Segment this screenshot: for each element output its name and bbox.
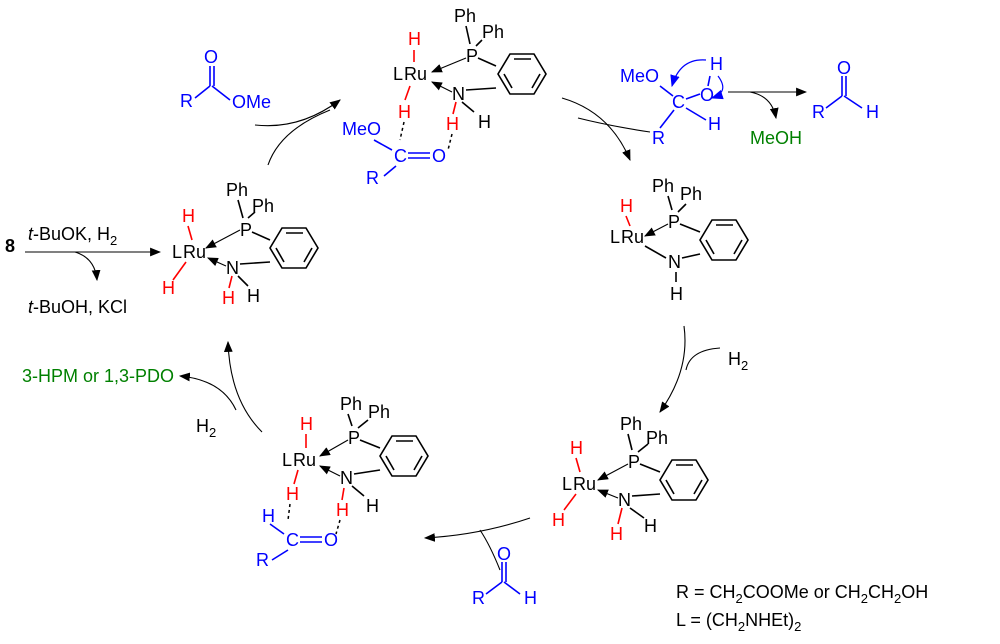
h2-addition-arrow bbox=[659, 325, 686, 413]
hydroxyl-h: H bbox=[710, 54, 723, 74]
phenyl-label-2: Ph bbox=[680, 184, 702, 204]
product-label: 3-HPM or 1,3-PDO bbox=[22, 366, 174, 386]
ester-r: R bbox=[180, 91, 193, 111]
aldehyde-r: R bbox=[812, 102, 825, 122]
nitrogen-atom: N bbox=[226, 258, 239, 278]
carbonyl-o: O bbox=[432, 146, 446, 166]
hydride-h: H bbox=[570, 438, 583, 458]
carbonyl-c: C bbox=[286, 530, 299, 550]
ruthenium-atom: Ru bbox=[621, 227, 644, 247]
dihydride-complex: L Ru H H Ph Ph P N H H bbox=[552, 414, 709, 544]
hydride-h2: H bbox=[162, 278, 175, 298]
amine-h-2: H bbox=[478, 112, 491, 132]
aldehyde-r: R bbox=[472, 588, 485, 608]
phenyl-label-2: Ph bbox=[482, 22, 504, 42]
ester-meo: MeO bbox=[342, 119, 381, 139]
amine-h: H bbox=[336, 500, 349, 520]
aldehyde-r: R bbox=[256, 550, 269, 570]
phosphorus-atom: P bbox=[628, 452, 640, 472]
aldehyde-substrate: R O H bbox=[472, 544, 537, 608]
methanol-label: MeOH bbox=[750, 128, 802, 148]
aldehyde-o: O bbox=[837, 58, 851, 78]
phosphorus-atom: P bbox=[240, 220, 252, 240]
ruthenium-atom: Ru bbox=[183, 242, 206, 262]
amido-complex: L Ru H Ph Ph P N H bbox=[610, 176, 749, 304]
aldehyde-h: H bbox=[524, 588, 537, 608]
ester-ome: OMe bbox=[232, 92, 271, 112]
hydride-h: H bbox=[182, 206, 195, 226]
ruthenium-atom: Ru bbox=[573, 474, 596, 494]
ruthenium-atom: Ru bbox=[293, 450, 316, 470]
ester-r: R bbox=[366, 168, 379, 188]
ester-addition: R O OMe bbox=[180, 47, 341, 166]
hydride-h: H bbox=[408, 29, 421, 49]
legend-r: R = CH2COOMe or CH2CH2OH bbox=[676, 582, 928, 606]
transfer-h: H bbox=[286, 484, 299, 504]
product-release-arrow bbox=[223, 340, 263, 433]
hemiacetal-c: C bbox=[672, 92, 685, 112]
amine-h-2: H bbox=[644, 516, 657, 536]
phenyl-label: Ph bbox=[226, 180, 248, 200]
amine-h: H bbox=[222, 288, 235, 308]
compound-number: 8 bbox=[5, 236, 15, 256]
phenyl-label: Ph bbox=[652, 176, 674, 196]
hemiacetal-step: MeO C O H H R MeOH R O H bbox=[561, 54, 879, 162]
h2-label-left: H2 bbox=[196, 416, 216, 440]
carbonyl-c: C bbox=[394, 146, 407, 166]
ligand-l: L bbox=[562, 474, 572, 494]
legend-l: L = (CH2NHEt)2 bbox=[676, 610, 801, 634]
ligand-l: L bbox=[282, 450, 292, 470]
hemiacetal-arrow bbox=[561, 97, 631, 162]
amine-h-2: H bbox=[366, 496, 379, 516]
hemiacetal-o: O bbox=[700, 85, 714, 105]
amine-h-2: H bbox=[247, 286, 260, 306]
nitrogen-atom: N bbox=[340, 468, 353, 488]
h2-label-right: H2 bbox=[728, 349, 748, 373]
ester-o: O bbox=[204, 47, 218, 67]
hemiacetal-h: H bbox=[708, 114, 721, 134]
ligand-l: L bbox=[172, 242, 182, 262]
aldehyde-h: H bbox=[866, 102, 879, 122]
ts-aldehyde-complex: L Ru H H Ph Ph P N H H H C O R bbox=[256, 394, 429, 570]
ligand-l: L bbox=[610, 227, 620, 247]
aldehyde-h: H bbox=[262, 506, 275, 526]
aldehyde-addition-arrow bbox=[423, 517, 531, 542]
ester-arrow bbox=[254, 99, 341, 127]
ruthenium-atom: Ru bbox=[404, 64, 427, 84]
phenyl-label: Ph bbox=[340, 394, 362, 414]
hydride-h2: H bbox=[552, 510, 565, 530]
amine-h: H bbox=[670, 284, 683, 304]
byproduct-label: t-BuOH, KCl bbox=[28, 297, 127, 317]
amine-h: H bbox=[446, 114, 459, 134]
phenyl-label-2: Ph bbox=[368, 402, 390, 422]
start-complex: 8 t-BuOK, H2 t-BuOH, KCl L Ru H H Ph Ph … bbox=[5, 180, 319, 317]
hydride-h: H bbox=[300, 414, 313, 434]
transfer-h: H bbox=[398, 102, 411, 122]
carbonyl-o: O bbox=[324, 530, 338, 550]
phosphorus-atom: P bbox=[348, 428, 360, 448]
phenyl-label-2: Ph bbox=[252, 196, 274, 216]
amine-h: H bbox=[610, 524, 623, 544]
hemiacetal-meo: MeO bbox=[620, 66, 659, 86]
phosphorus-atom: P bbox=[668, 212, 680, 232]
nitrogen-atom: N bbox=[618, 490, 631, 510]
ts-ester-complex: L Ru H H Ph Ph P N H H MeO C O R bbox=[342, 6, 547, 188]
hydride-h: H bbox=[620, 196, 633, 216]
phenyl-label: Ph bbox=[620, 414, 642, 434]
hemiacetal-r: R bbox=[652, 128, 665, 148]
reagent-label: t-BuOK, H2 bbox=[28, 224, 117, 248]
ligand-l: L bbox=[393, 64, 403, 84]
phenyl-label-2: Ph bbox=[646, 428, 668, 448]
nitrogen-atom: N bbox=[668, 252, 681, 272]
phenyl-label: Ph bbox=[454, 6, 476, 26]
aldehyde-o: O bbox=[497, 544, 511, 564]
nitrogen-atom: N bbox=[452, 84, 465, 104]
phosphorus-atom: P bbox=[466, 46, 478, 66]
